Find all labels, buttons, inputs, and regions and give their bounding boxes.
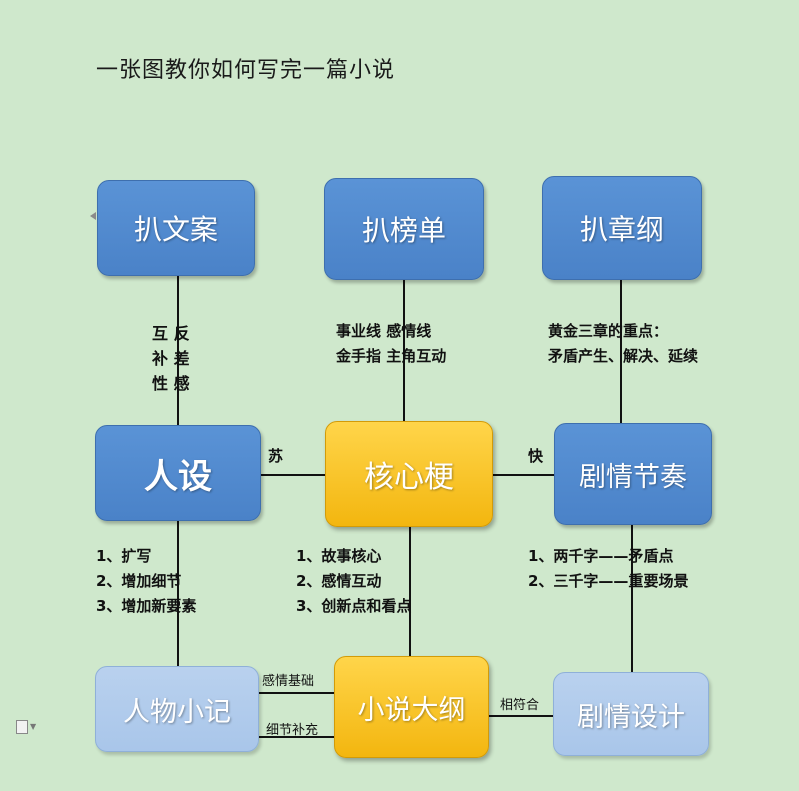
label-kuai: 快 — [528, 447, 544, 465]
node-juqingsheji: 剧情设计 — [553, 672, 709, 756]
node-juqingjiezou: 剧情节奏 — [554, 423, 712, 525]
note-jiezou-1: 1、两千字——矛盾点 — [528, 547, 674, 565]
document-icon[interactable] — [16, 720, 28, 734]
node-wenan: 扒文案 — [97, 180, 255, 276]
node-bangdan: 扒榜单 — [324, 178, 484, 280]
node-wenan-label: 扒文案 — [133, 213, 218, 246]
node-renshe-label: 人设 — [144, 456, 212, 497]
note-renshe-1: 1、扩写 — [96, 547, 152, 565]
node-juqingjiezou-label: 剧情节奏 — [579, 461, 687, 493]
label-su: 苏 — [268, 447, 284, 465]
note-jiezou-2: 2、三千字——重要场景 — [528, 572, 689, 590]
node-renwuxiaoji: 人物小记 — [95, 666, 259, 752]
note-wenan-2: 补 差 — [152, 349, 190, 368]
note-hexin-2: 2、感情互动 — [296, 572, 382, 590]
note-zhanggang-1: 黄金三章的重点： — [548, 322, 669, 340]
note-hexin-3: 3、创新点和看点 — [296, 597, 412, 615]
node-zhanggang: 扒章纲 — [542, 176, 702, 280]
node-juqingsheji-label: 剧情设计 — [577, 701, 685, 733]
node-hexingeng: 核心梗 — [325, 421, 493, 527]
node-xiaoshuodagang-label: 小说大纲 — [357, 694, 466, 726]
note-zhanggang-2: 矛盾产生、解决、延续 — [548, 347, 699, 365]
note-hexin-1: 1、故事核心 — [296, 547, 382, 565]
note-wenan-3: 性 感 — [152, 374, 190, 393]
note-wenan-1: 互 反 — [152, 324, 190, 343]
node-renshe: 人设 — [95, 425, 261, 521]
decorative-mark — [90, 212, 96, 220]
node-hexingeng-label: 核心梗 — [364, 460, 454, 495]
page-title: 一张图教你如何写完一篇小说 — [96, 58, 396, 83]
node-zhanggang-label: 扒章纲 — [579, 213, 664, 246]
note-bangdan-1: 事业线 感情线 — [336, 322, 432, 340]
node-renwuxiaoji-label: 人物小记 — [123, 696, 231, 728]
node-xiaoshuodagang: 小说大纲 — [334, 656, 489, 758]
note-renshe-2: 2、增加细节 — [96, 572, 182, 590]
chevron-down-icon[interactable]: ▼ — [30, 722, 37, 731]
node-bangdan-label: 扒榜单 — [361, 214, 446, 247]
label-xiang-fuhe: 相符合 — [500, 698, 540, 713]
note-renshe-3: 3、增加新要素 — [96, 597, 197, 615]
label-xijie-buchong: 细节补充 — [266, 723, 319, 738]
label-ganqing-jichu: 感情基础 — [262, 674, 315, 689]
note-bangdan-2: 金手指 主角互动 — [336, 347, 447, 365]
